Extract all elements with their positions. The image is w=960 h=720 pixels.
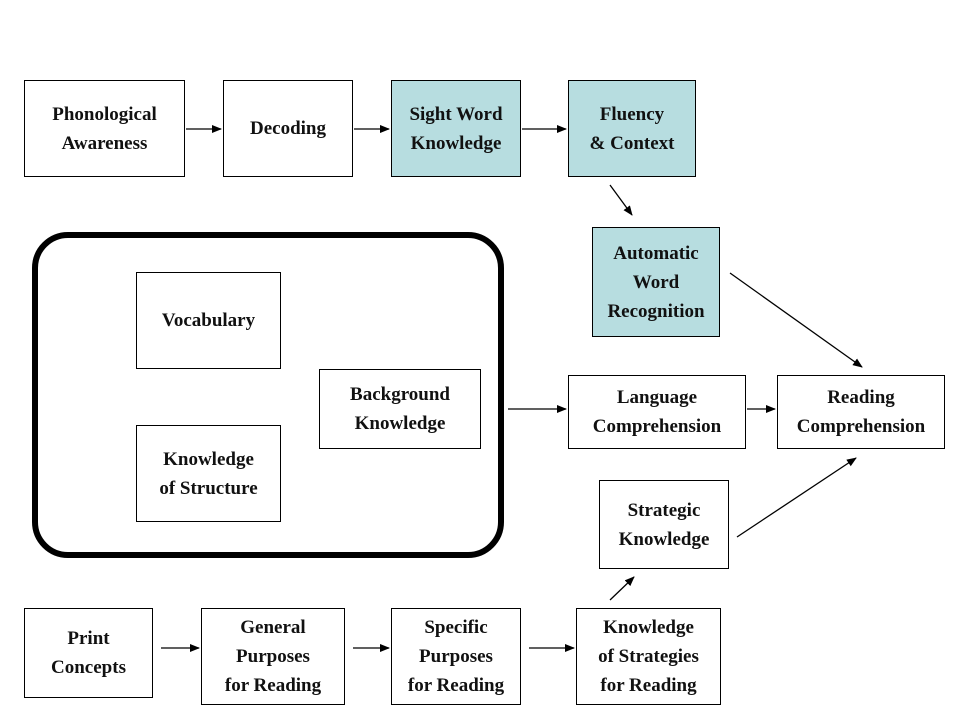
automatic-word-recognition-box: Automatic Word Recognition [592,227,720,337]
background-knowledge-box: Background Knowledge [319,369,481,449]
fluency-context-box: Fluency & Context [568,80,696,177]
knowledge-of-structure-box: Knowledge of Structure [136,425,281,522]
language-knowledge-group [32,232,504,558]
vocabulary-box: Vocabulary [136,272,281,369]
knowledge-of-strategies-box: Knowledge of Strategies for Reading [576,608,721,705]
strategic-knowledge-box: Strategic Knowledge [599,480,729,569]
decoding-box: Decoding [223,80,353,177]
arrow-fluency-to-automatic [609,184,633,216]
arrow-strategic-to-reading [736,457,857,538]
arrow-automatic-to-reading [729,272,863,368]
language-comprehension-box: Language Comprehension [568,375,746,449]
arrow-strategies-to-strategic [609,576,635,601]
sight-word-knowledge-box: Sight Word Knowledge [391,80,521,177]
general-purposes-box: General Purposes for Reading [201,608,345,705]
print-concepts-box: Print Concepts [24,608,153,698]
reading-comprehension-box: Reading Comprehension [777,375,945,449]
specific-purposes-box: Specific Purposes for Reading [391,608,521,705]
phonological-awareness-box: Phonological Awareness [24,80,185,177]
